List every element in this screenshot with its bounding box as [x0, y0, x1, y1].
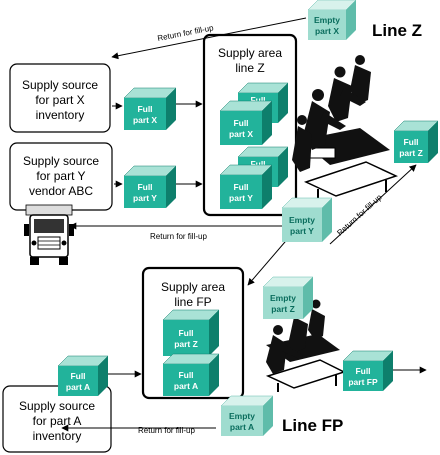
- box-label-part: part FP: [348, 377, 378, 387]
- box-label-part: part Z: [399, 148, 423, 158]
- supply-source-part-a: Supply source for part A inventory: [2, 385, 112, 453]
- supply-source-part-y: Supply source for part Y vendor ABC: [9, 142, 113, 211]
- box-label-state: Full: [178, 370, 193, 380]
- box-label-part: part X: [315, 26, 339, 36]
- supply-source-a-line3: inventory: [33, 429, 82, 443]
- supply-source-part-x: Supply source for part X inventory: [9, 63, 111, 133]
- supply-source-a-line2: for part A: [33, 414, 82, 428]
- box-front-face: [308, 10, 346, 40]
- box-side-face: [166, 88, 176, 130]
- box-front-face: [220, 175, 262, 209]
- box-front-face: [163, 364, 209, 396]
- line-z-label: Line Z: [372, 21, 422, 40]
- box-label-part: part Z: [271, 304, 295, 314]
- box-side-face: [303, 277, 313, 319]
- supply-source-x-line3: inventory: [36, 108, 85, 122]
- box-label-state: Full: [233, 118, 248, 128]
- box-front-face: [343, 361, 383, 391]
- box-side-face: [278, 83, 288, 123]
- box-label-part: part Y: [290, 226, 314, 236]
- box-label-part: part X: [229, 129, 253, 139]
- box-label-state: Full: [250, 95, 265, 105]
- box-side-face: [209, 310, 219, 356]
- box-side-face: [98, 356, 108, 396]
- box-label-state: Full: [137, 182, 152, 192]
- box-label-part: part Y: [229, 193, 253, 203]
- box-label-state: Full: [233, 182, 248, 192]
- supply-source-y-line2: for part Y: [36, 169, 85, 183]
- supply-area-z-line1: Supply area: [218, 46, 282, 60]
- supply-source-y-line3: vendor ABC: [29, 184, 93, 198]
- box-front-face: [394, 131, 428, 163]
- box-front-face: [282, 208, 322, 242]
- box-label-state: Full: [250, 159, 265, 169]
- box-label-part: part A: [66, 382, 90, 392]
- supply-source-x-line1: Supply source: [22, 78, 98, 92]
- box-label-part: part A: [174, 381, 198, 391]
- box-side-face: [383, 351, 393, 391]
- box-label-state: Full: [70, 371, 85, 381]
- box-side-face: [322, 198, 332, 242]
- box-label-state: Full: [178, 328, 193, 338]
- box-front-face: [124, 176, 166, 208]
- box-front-face: [58, 366, 98, 396]
- box-label-part: part Z: [174, 339, 198, 349]
- box-side-face: [166, 166, 176, 208]
- box-label-state: Full: [355, 366, 370, 376]
- box-label-part: part A: [230, 422, 254, 432]
- supply-source-y-line1: Supply source: [23, 154, 99, 168]
- supply-source-x-line2: for part X: [35, 93, 84, 107]
- supply-area-fp-line1: Supply area: [161, 280, 225, 294]
- return-label-z: Return for fill-up: [335, 192, 384, 237]
- box-front-face: [221, 406, 263, 436]
- box-side-face: [346, 0, 356, 40]
- assembly-workers-line-z-icon: [292, 55, 399, 200]
- box-side-face: [263, 396, 273, 436]
- box-side-face: [262, 101, 272, 145]
- line-fp-label: Line FP: [282, 416, 343, 435]
- supply-source-a-line1: Supply source: [19, 399, 95, 413]
- box-side-face: [262, 165, 272, 209]
- box-label-part: part Y: [133, 193, 157, 203]
- arrow-return-x: [111, 17, 307, 60]
- box-front-face: [124, 98, 166, 130]
- return-label-a: Return for fill-up: [138, 426, 195, 435]
- box-side-face: [209, 354, 219, 396]
- box-label-state: Empty: [229, 411, 255, 421]
- box-side-face: [278, 147, 288, 187]
- box-label-part: part X: [133, 115, 157, 125]
- flow-arrows: [61, 17, 427, 432]
- box-label-state: Empty: [289, 215, 315, 225]
- box-label-state: Empty: [314, 15, 340, 25]
- box-label-state: Full: [137, 104, 152, 114]
- supply-area-fp-line2: line FP: [174, 295, 211, 309]
- supply-area-z-line2: line Z: [235, 61, 264, 75]
- return-label-y: Return for fill-up: [150, 232, 207, 241]
- box-label-state: Full: [403, 137, 418, 147]
- box-front-face: [263, 287, 303, 319]
- assembly-workers-line-fp-icon: [265, 299, 346, 392]
- box-front-face: [163, 320, 209, 356]
- box-front-face: [220, 111, 262, 145]
- box-side-face: [428, 121, 438, 163]
- box-label-state: Empty: [270, 293, 296, 303]
- delivery-truck-icon: [24, 204, 74, 265]
- arrow-return-z: [329, 164, 417, 245]
